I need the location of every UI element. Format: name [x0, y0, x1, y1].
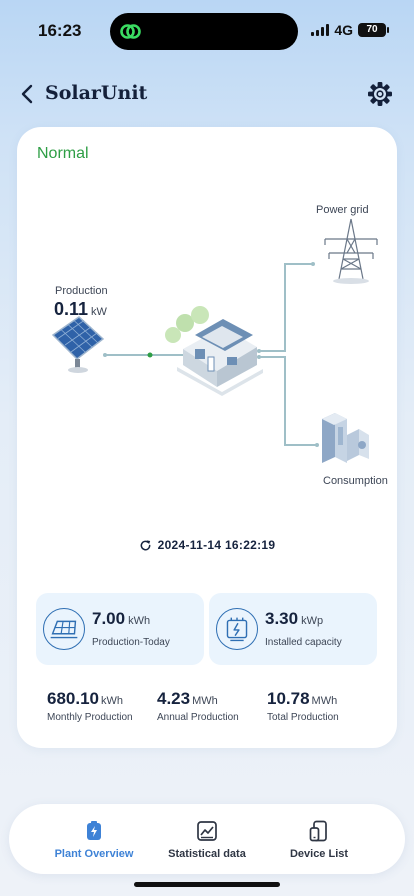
production-unit: kW — [91, 306, 107, 318]
nav-device-list[interactable]: Device List — [269, 804, 369, 874]
summary-value: 10.78 — [267, 689, 310, 708]
house-icon — [165, 306, 263, 396]
nav-label: Device List — [289, 847, 349, 860]
power-grid-label: Power grid — [316, 204, 369, 216]
nav-statistical-data[interactable]: Statistical data — [149, 804, 265, 874]
signal-icon — [311, 24, 330, 36]
inverter-icon — [216, 608, 258, 650]
status-time: 16:23 — [38, 21, 82, 40]
status-indicators: 4G 70 — [311, 22, 389, 38]
nav-label: Statistical data — [168, 847, 246, 860]
summary-unit: MWh — [311, 695, 338, 707]
summary-value: 4.23 — [157, 689, 191, 708]
summary-caption: Monthly Production — [47, 712, 133, 723]
bottom-nav: Plant Overview Statistical data Device L… — [9, 804, 405, 874]
flow-dot — [147, 352, 153, 358]
summary-value: 680.10 — [47, 689, 99, 708]
appliance-icon — [322, 413, 369, 463]
summary-unit: kWh — [101, 695, 123, 707]
nav-label: Plant Overview — [54, 847, 134, 860]
home-indicator — [134, 882, 280, 887]
power-grid-icon — [324, 218, 378, 280]
gear-icon[interactable] — [366, 80, 394, 108]
header: SolarUnit — [0, 76, 414, 112]
refresh-icon[interactable] — [139, 539, 152, 552]
timestamp-text: 2024-11-14 16:22:19 — [157, 538, 276, 552]
plant-overview-icon — [87, 820, 101, 840]
chart-icon — [197, 820, 217, 841]
solar-panel-icon — [43, 608, 85, 650]
chevron-left-icon[interactable] — [16, 82, 40, 106]
link-icon — [120, 24, 141, 39]
solar-panel-icon — [51, 316, 105, 373]
page-title: SolarUnit — [45, 82, 148, 104]
battery-icon: 70 — [358, 23, 389, 37]
devices-icon — [309, 820, 327, 841]
energy-flow-diagram — [51, 218, 378, 463]
refresh-timestamp[interactable]: 2024-11-14 16:22:19 — [17, 538, 397, 552]
status-bar: 16:23 4G 70 — [0, 0, 414, 60]
plant-card: Normal — [17, 127, 397, 748]
nav-plant-overview[interactable]: Plant Overview — [31, 804, 157, 874]
stat-value: 3.30 — [265, 609, 299, 628]
network-type: 4G — [334, 22, 353, 38]
stat-value: 7.00 — [92, 609, 126, 628]
summary-unit: MWh — [192, 695, 218, 707]
dynamic-island — [110, 13, 298, 50]
consumption-label: Consumption — [323, 475, 388, 487]
production-label: Production — [55, 285, 108, 297]
stat-unit: kWp — [301, 615, 324, 627]
plant-status: Normal — [37, 145, 89, 162]
stat-caption: Installed capacity — [265, 637, 342, 648]
summary-caption: Total Production — [267, 712, 339, 723]
stat-caption: Production-Today — [92, 637, 170, 648]
summary-caption: Annual Production — [157, 712, 239, 723]
stat-unit: kWh — [128, 615, 151, 627]
flow-lines — [105, 263, 317, 446]
